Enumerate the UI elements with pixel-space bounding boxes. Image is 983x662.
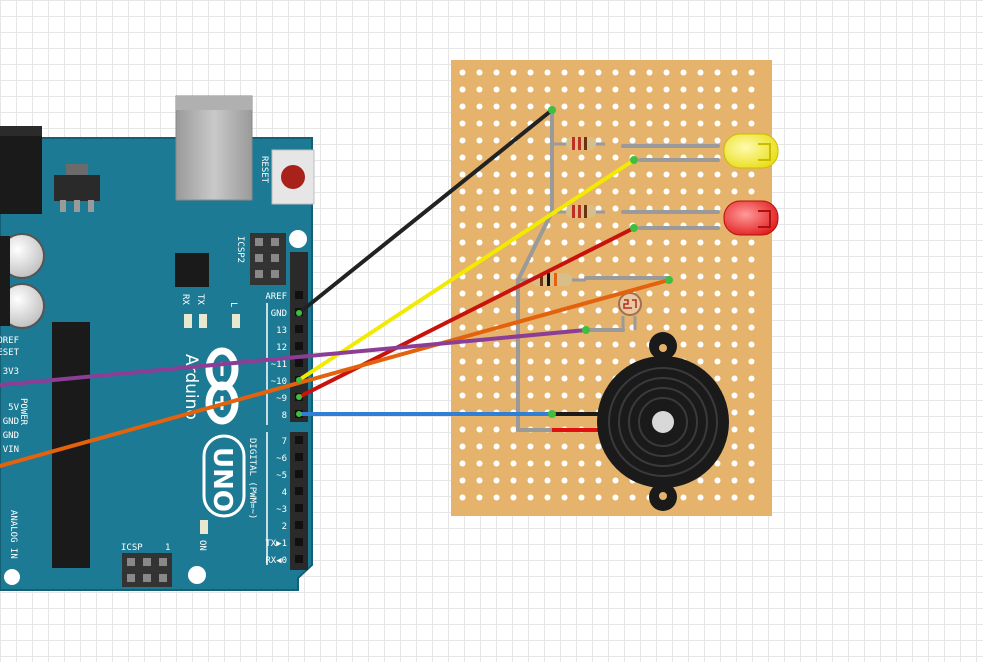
- tx-led: [199, 314, 207, 328]
- header-socket[interactable]: [295, 555, 303, 563]
- l-led: [232, 314, 240, 328]
- wires: [0, 108, 671, 468]
- header-socket[interactable]: [295, 325, 303, 333]
- pin-label: 13: [276, 326, 287, 336]
- connection-points: [296, 106, 673, 418]
- digital-header-top: [290, 252, 308, 422]
- header-socket[interactable]: [295, 487, 303, 495]
- analog-label: ANALOG IN: [8, 510, 18, 559]
- header-socket[interactable]: [295, 470, 303, 478]
- photoresistor: [618, 292, 642, 330]
- mounting-hole: [289, 230, 307, 248]
- brand-label: Arduino: [181, 354, 201, 420]
- header-socket[interactable]: [295, 504, 303, 512]
- pin-label: GND: [271, 309, 287, 319]
- header-socket[interactable]: [295, 436, 303, 444]
- wire-yellow: [297, 158, 636, 382]
- piezo-buzzer: [552, 332, 729, 511]
- icsp-label: ICSP: [121, 543, 143, 553]
- pin-label: 2: [282, 522, 287, 532]
- header-socket[interactable]: [295, 359, 303, 367]
- header-socket[interactable]: [295, 291, 303, 299]
- header-socket[interactable]: [295, 538, 303, 546]
- pin-label: RX◀0: [265, 556, 287, 566]
- capacitor: [0, 233, 45, 329]
- pin-label: ~6: [276, 454, 287, 464]
- usb-chip: [175, 253, 209, 287]
- power-label: POWER: [18, 398, 28, 426]
- power-pin-label: VIN: [3, 445, 19, 455]
- l-label: L: [228, 302, 238, 307]
- pin-label: AREF: [265, 292, 287, 302]
- power-pin-label: 5V: [8, 403, 19, 413]
- reset-button[interactable]: [271, 149, 315, 205]
- icsp-pin1-label: 1: [165, 543, 170, 553]
- power-jack: [0, 126, 42, 214]
- pin-label: ~3: [276, 505, 287, 515]
- header-socket[interactable]: [295, 453, 303, 461]
- pin-label: ~10: [271, 377, 287, 387]
- resistor: [552, 205, 605, 218]
- voltage-regulator: [54, 164, 100, 212]
- digital-header-bottom: [290, 432, 308, 570]
- yellow-led: [723, 133, 779, 169]
- pin-label: 7: [282, 437, 287, 447]
- reset-label: RESET: [259, 156, 269, 184]
- power-pin-label: GND: [3, 431, 19, 441]
- pin-label: 4: [282, 488, 287, 498]
- wire-black: [297, 108, 554, 315]
- icsp2-label: ICSP2: [235, 236, 245, 263]
- red-led: [723, 200, 779, 236]
- pin-label: ~5: [276, 471, 287, 481]
- pin-label: ~9: [276, 394, 287, 404]
- rx-label: RX: [180, 294, 190, 305]
- pin-label: TX▶1: [265, 539, 287, 549]
- mounting-hole: [188, 566, 206, 584]
- power-pin-label: GND: [3, 417, 19, 427]
- pin-label: 8: [282, 411, 287, 421]
- usb-connector: [175, 95, 253, 201]
- icsp2-header: [250, 233, 286, 285]
- mounting-hole: [4, 569, 20, 585]
- wire-orange: [0, 278, 671, 468]
- header-socket[interactable]: [295, 521, 303, 529]
- header-socket[interactable]: [295, 342, 303, 350]
- tx-label: TX: [195, 294, 205, 305]
- power-pin-label: 3V3: [3, 367, 19, 377]
- board-name: UNO: [207, 447, 237, 512]
- on-led: [200, 520, 208, 534]
- icsp-header: [122, 553, 172, 587]
- power-pin-label: RESET: [0, 348, 20, 358]
- pin-label: 12: [276, 343, 287, 353]
- arduino-uno-board: RESET ICSP2 RX TX L ON: [0, 95, 315, 591]
- on-label: ON: [197, 540, 207, 551]
- uno-badge: UNO: [202, 434, 246, 518]
- rx-led: [184, 314, 192, 328]
- pin-label: ~11: [271, 360, 287, 370]
- board-body: [0, 137, 313, 591]
- wire-purple: [0, 328, 588, 387]
- jumper-wires: [516, 110, 720, 432]
- resistor: [552, 137, 605, 150]
- power-pin-label: OREF: [0, 336, 19, 346]
- digital-label: DIGITAL (PWM=~): [247, 438, 257, 519]
